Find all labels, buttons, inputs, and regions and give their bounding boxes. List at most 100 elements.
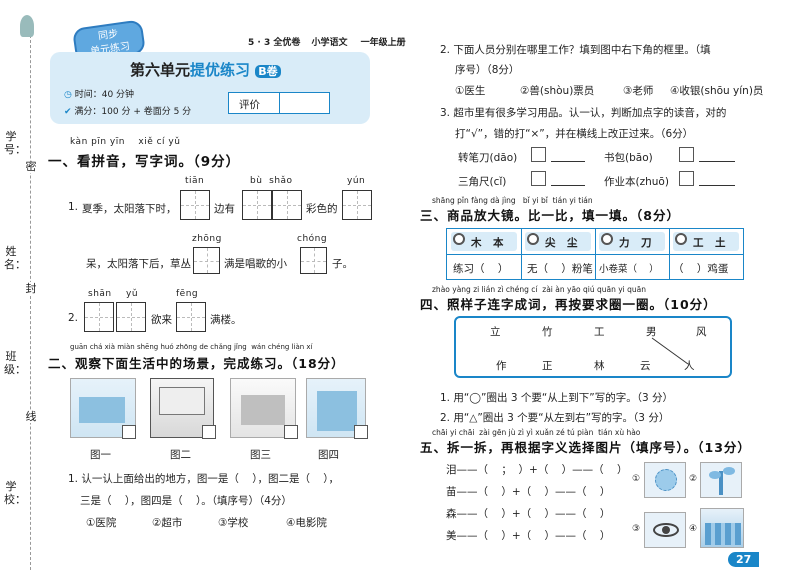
word-top-4[interactable]: 男 — [646, 326, 657, 338]
magnifier-icon — [675, 233, 687, 245]
picture-label-1: 图一 — [90, 449, 111, 461]
picture-label-4: 图四 — [318, 449, 339, 461]
picture-number-4: ④ — [689, 524, 698, 534]
pinyin-bushao: bù shǎo — [250, 176, 293, 186]
sun-icon — [655, 469, 677, 491]
answer-box-4[interactable] — [354, 425, 368, 439]
place-option-4: ④电影院 — [286, 517, 327, 529]
q2-text1: 欲来 — [151, 314, 172, 326]
job-option-1: ①医生 — [455, 85, 486, 97]
pupil-shape — [662, 526, 670, 534]
magnifier-table: 木 本 尖 尘 力 刀 工 土 练习（ ） 无（ ）粉笔 小卷菜（ ） （ ）鸡… — [446, 228, 744, 280]
leaf-shape — [723, 467, 735, 475]
sprout-icon — [719, 471, 723, 495]
check-icon: ✔ — [64, 107, 72, 117]
char-pair-4a: 工 — [693, 237, 704, 249]
word-bottom-1[interactable]: 作 — [496, 360, 507, 372]
tian-box[interactable] — [342, 190, 372, 220]
hospital-shape — [317, 391, 357, 431]
evaluation-divider — [279, 93, 280, 113]
word-bottom-2[interactable]: 正 — [542, 360, 553, 372]
tian-box[interactable] — [176, 302, 206, 332]
fill-blank-4[interactable]: （ ）鸡蛋 — [673, 263, 729, 275]
correction-line-4[interactable] — [699, 172, 735, 186]
word-bottom-3[interactable]: 林 — [594, 360, 605, 372]
pinyin-tian: tiān — [185, 176, 205, 186]
picture-number-1: ① — [632, 474, 641, 484]
word-bottom-5[interactable]: 人 — [684, 360, 695, 372]
leaf-shape — [709, 471, 721, 479]
tian-box[interactable] — [180, 190, 210, 220]
judge-box-1[interactable] — [531, 147, 546, 162]
char-pair-2a: 尖 — [545, 237, 556, 249]
picture-1 — [644, 462, 686, 498]
section2-title: 二、观察下面生活中的场景，完成练习。（18分） — [48, 356, 345, 371]
pinyin-shan: shān — [88, 289, 112, 299]
magnifier-cell-3 — [599, 232, 665, 251]
reading-item-2: 书包(bāo) — [604, 152, 653, 164]
forest-icon — [705, 523, 741, 545]
s2-q1-line1: 1. 认一认上面给出的地方，图一是（ ），图二是（ ）， — [68, 473, 340, 485]
tian-box[interactable] — [116, 302, 146, 332]
split-row-1: 泪——（ ； ）+（ ）——（ ） — [446, 464, 628, 476]
table-col-line — [521, 229, 522, 279]
word-top-3[interactable]: 工 — [594, 326, 605, 338]
judge-box-2[interactable] — [679, 147, 694, 162]
pinyin-chong: chóng — [297, 234, 328, 244]
evaluation-box[interactable]: 评价 — [228, 92, 330, 114]
fill-blank-3[interactable]: 小卷菜（ ） — [599, 264, 659, 275]
q1-text4: 呆，太阳落下后，草丛 — [86, 258, 191, 270]
correction-line-3[interactable] — [551, 172, 585, 186]
char-pair-1a: 木 — [471, 237, 482, 249]
pinyin-feng: fēng — [176, 289, 199, 299]
section3-title: 三、商品放大镜。比一比，填一填。（8分） — [420, 208, 680, 223]
char-pair-2b: 尘 — [567, 237, 578, 249]
tian-box[interactable] — [300, 247, 327, 274]
judge-box-4[interactable] — [679, 171, 694, 186]
reading-item-4: 作业本(zhuō) — [604, 176, 669, 188]
screen-shape — [159, 387, 205, 415]
answer-box-1[interactable] — [122, 425, 136, 439]
tian-box[interactable] — [242, 190, 272, 220]
judge-box-3[interactable] — [531, 171, 546, 186]
student-id-label: 学号： — [4, 130, 26, 156]
fill-blank-1[interactable]: 练习（ ） — [453, 263, 509, 275]
page-title: 第六单元提优练习 B卷 — [130, 59, 281, 80]
word-top-5[interactable]: 风 — [696, 326, 707, 338]
job-option-3: ③老师 — [623, 85, 654, 97]
section1-pinyin: kàn pīn yīn xiě cí yǔ — [70, 137, 181, 147]
pinyin-yu: yǔ — [126, 289, 139, 299]
q1-number: 1. — [68, 201, 79, 213]
magnifier-icon — [453, 233, 465, 245]
word-top-1[interactable]: 立 — [490, 326, 501, 338]
word-top-2[interactable]: 竹 — [542, 326, 553, 338]
q2-number: 2. — [68, 312, 79, 324]
word-bottom-4[interactable]: 云 — [640, 360, 651, 372]
evaluation-label: 评价 — [239, 99, 260, 111]
place-option-3: ③学校 — [218, 517, 249, 529]
q1-text6: 子。 — [332, 258, 353, 270]
fill-blank-2[interactable]: 无（ ）粉笔 — [527, 263, 593, 275]
place-option-1: ①医院 — [86, 517, 117, 529]
s4-q1: 1. 用“◯”圈出 3 个要“从上到下”写的字。（3 分） — [440, 392, 673, 404]
section4-pinyin: zhào yàng zi lián zì chéng cí zài àn yāo… — [432, 285, 647, 294]
s2-q3-line2: 打“√”，错的打“×”，并在横线上改正过来。（6分） — [455, 128, 694, 140]
correction-line-2[interactable] — [699, 148, 735, 162]
tian-box[interactable] — [272, 190, 302, 220]
picture-3 — [644, 512, 686, 548]
tian-box[interactable] — [84, 302, 114, 332]
section2-pinyin: guān chá xià miàn shēng huó zhōng de chǎ… — [70, 343, 313, 351]
correction-line-1[interactable] — [551, 148, 585, 162]
pinyin-yun: yún — [347, 176, 366, 186]
answer-box-2[interactable] — [202, 425, 216, 439]
answer-box-3[interactable] — [284, 425, 298, 439]
section1-title: 一、看拼音，写字词。（9分） — [48, 154, 241, 170]
building-shape — [241, 395, 285, 425]
picture-2 — [700, 462, 742, 498]
picture-label-2: 图二 — [170, 449, 191, 461]
tian-box[interactable] — [193, 247, 220, 274]
q1-text3: 彩色的 — [306, 203, 338, 215]
s2-q2-line2: 序号）（8分） — [455, 64, 520, 76]
eye-icon — [653, 523, 679, 537]
table-col-line — [595, 229, 596, 279]
